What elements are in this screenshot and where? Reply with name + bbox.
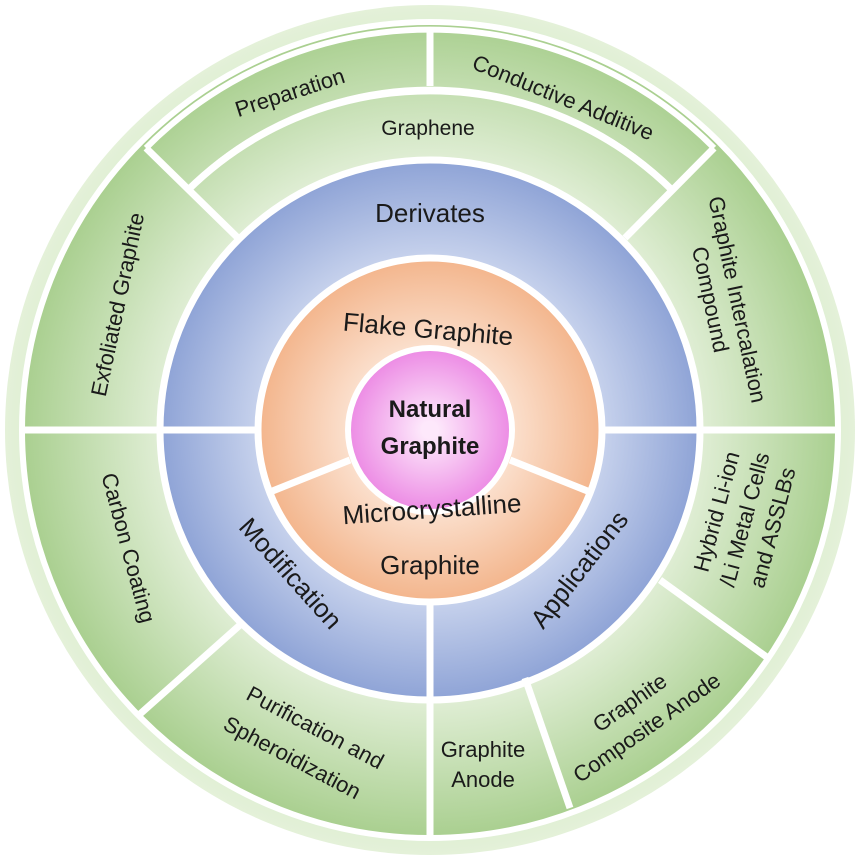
graphene-band-top-arc — [143, 26, 717, 151]
separators — [19, 19, 841, 841]
center-circle — [348, 348, 512, 512]
center-title-line2: Graphite — [381, 433, 480, 460]
graphite-anode-label-line2: Anode — [451, 767, 515, 792]
graphene-band-bottom-arc — [185, 86, 675, 193]
microcrystalline-label-line2: Graphite — [380, 550, 480, 580]
graphite-anode-label-line1: Graphite — [441, 737, 525, 762]
center-title-line1: Natural — [389, 396, 472, 423]
derivates-label: Derivates — [375, 198, 485, 228]
graphene-label: Graphene — [381, 117, 474, 140]
